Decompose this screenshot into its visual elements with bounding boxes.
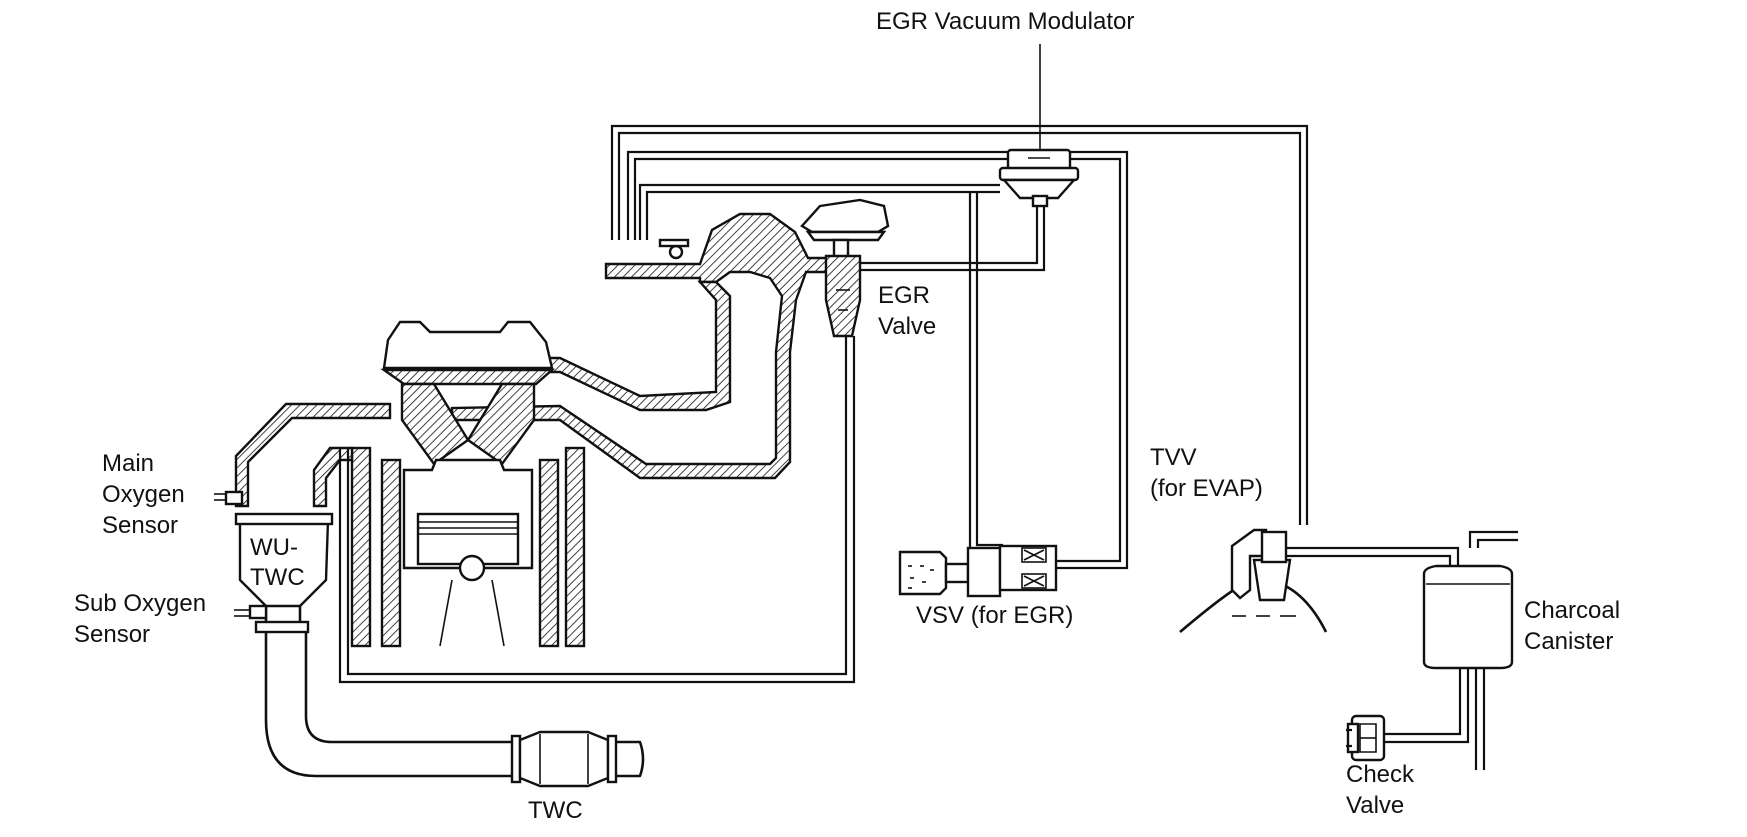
twc-converter (510, 730, 645, 788)
egr-vacuum-modulator-label: EGR Vacuum Modulator (876, 8, 1135, 35)
egr-vacuum-modulator (998, 44, 1080, 208)
egr-valve-label: EGR Valve (878, 282, 937, 340)
wu-twc-label: WU- TWC (250, 534, 305, 591)
charcoal-canister-label: Charcoal Canister (1524, 597, 1621, 655)
check-valve-label: Check Valve (1346, 761, 1415, 819)
vsv-for-egr (898, 544, 1058, 598)
main-oxygen-sensor-label: Main Oxygen Sensor (102, 450, 185, 539)
exhaust-system (214, 402, 512, 778)
evap-lines (1286, 530, 1518, 770)
engine (350, 320, 586, 648)
twc-label: TWC (528, 797, 583, 824)
egr-valve (800, 198, 890, 338)
egr-return-line (338, 336, 856, 684)
sub-oxygen-sensor-plug (234, 604, 268, 620)
vsv-for-egr-label: VSV (for EGR) (916, 602, 1074, 629)
charcoal-canister (1422, 564, 1514, 670)
tvv-for-evap (1179, 528, 1328, 633)
check-valve (1346, 714, 1386, 762)
tvv-for-evap-label: TVV (for EVAP) (1150, 444, 1263, 502)
vacuum-hoses (610, 124, 1309, 570)
main-oxygen-sensor-plug (214, 490, 244, 506)
sub-oxygen-sensor-label: Sub Oxygen Sensor (74, 590, 207, 648)
